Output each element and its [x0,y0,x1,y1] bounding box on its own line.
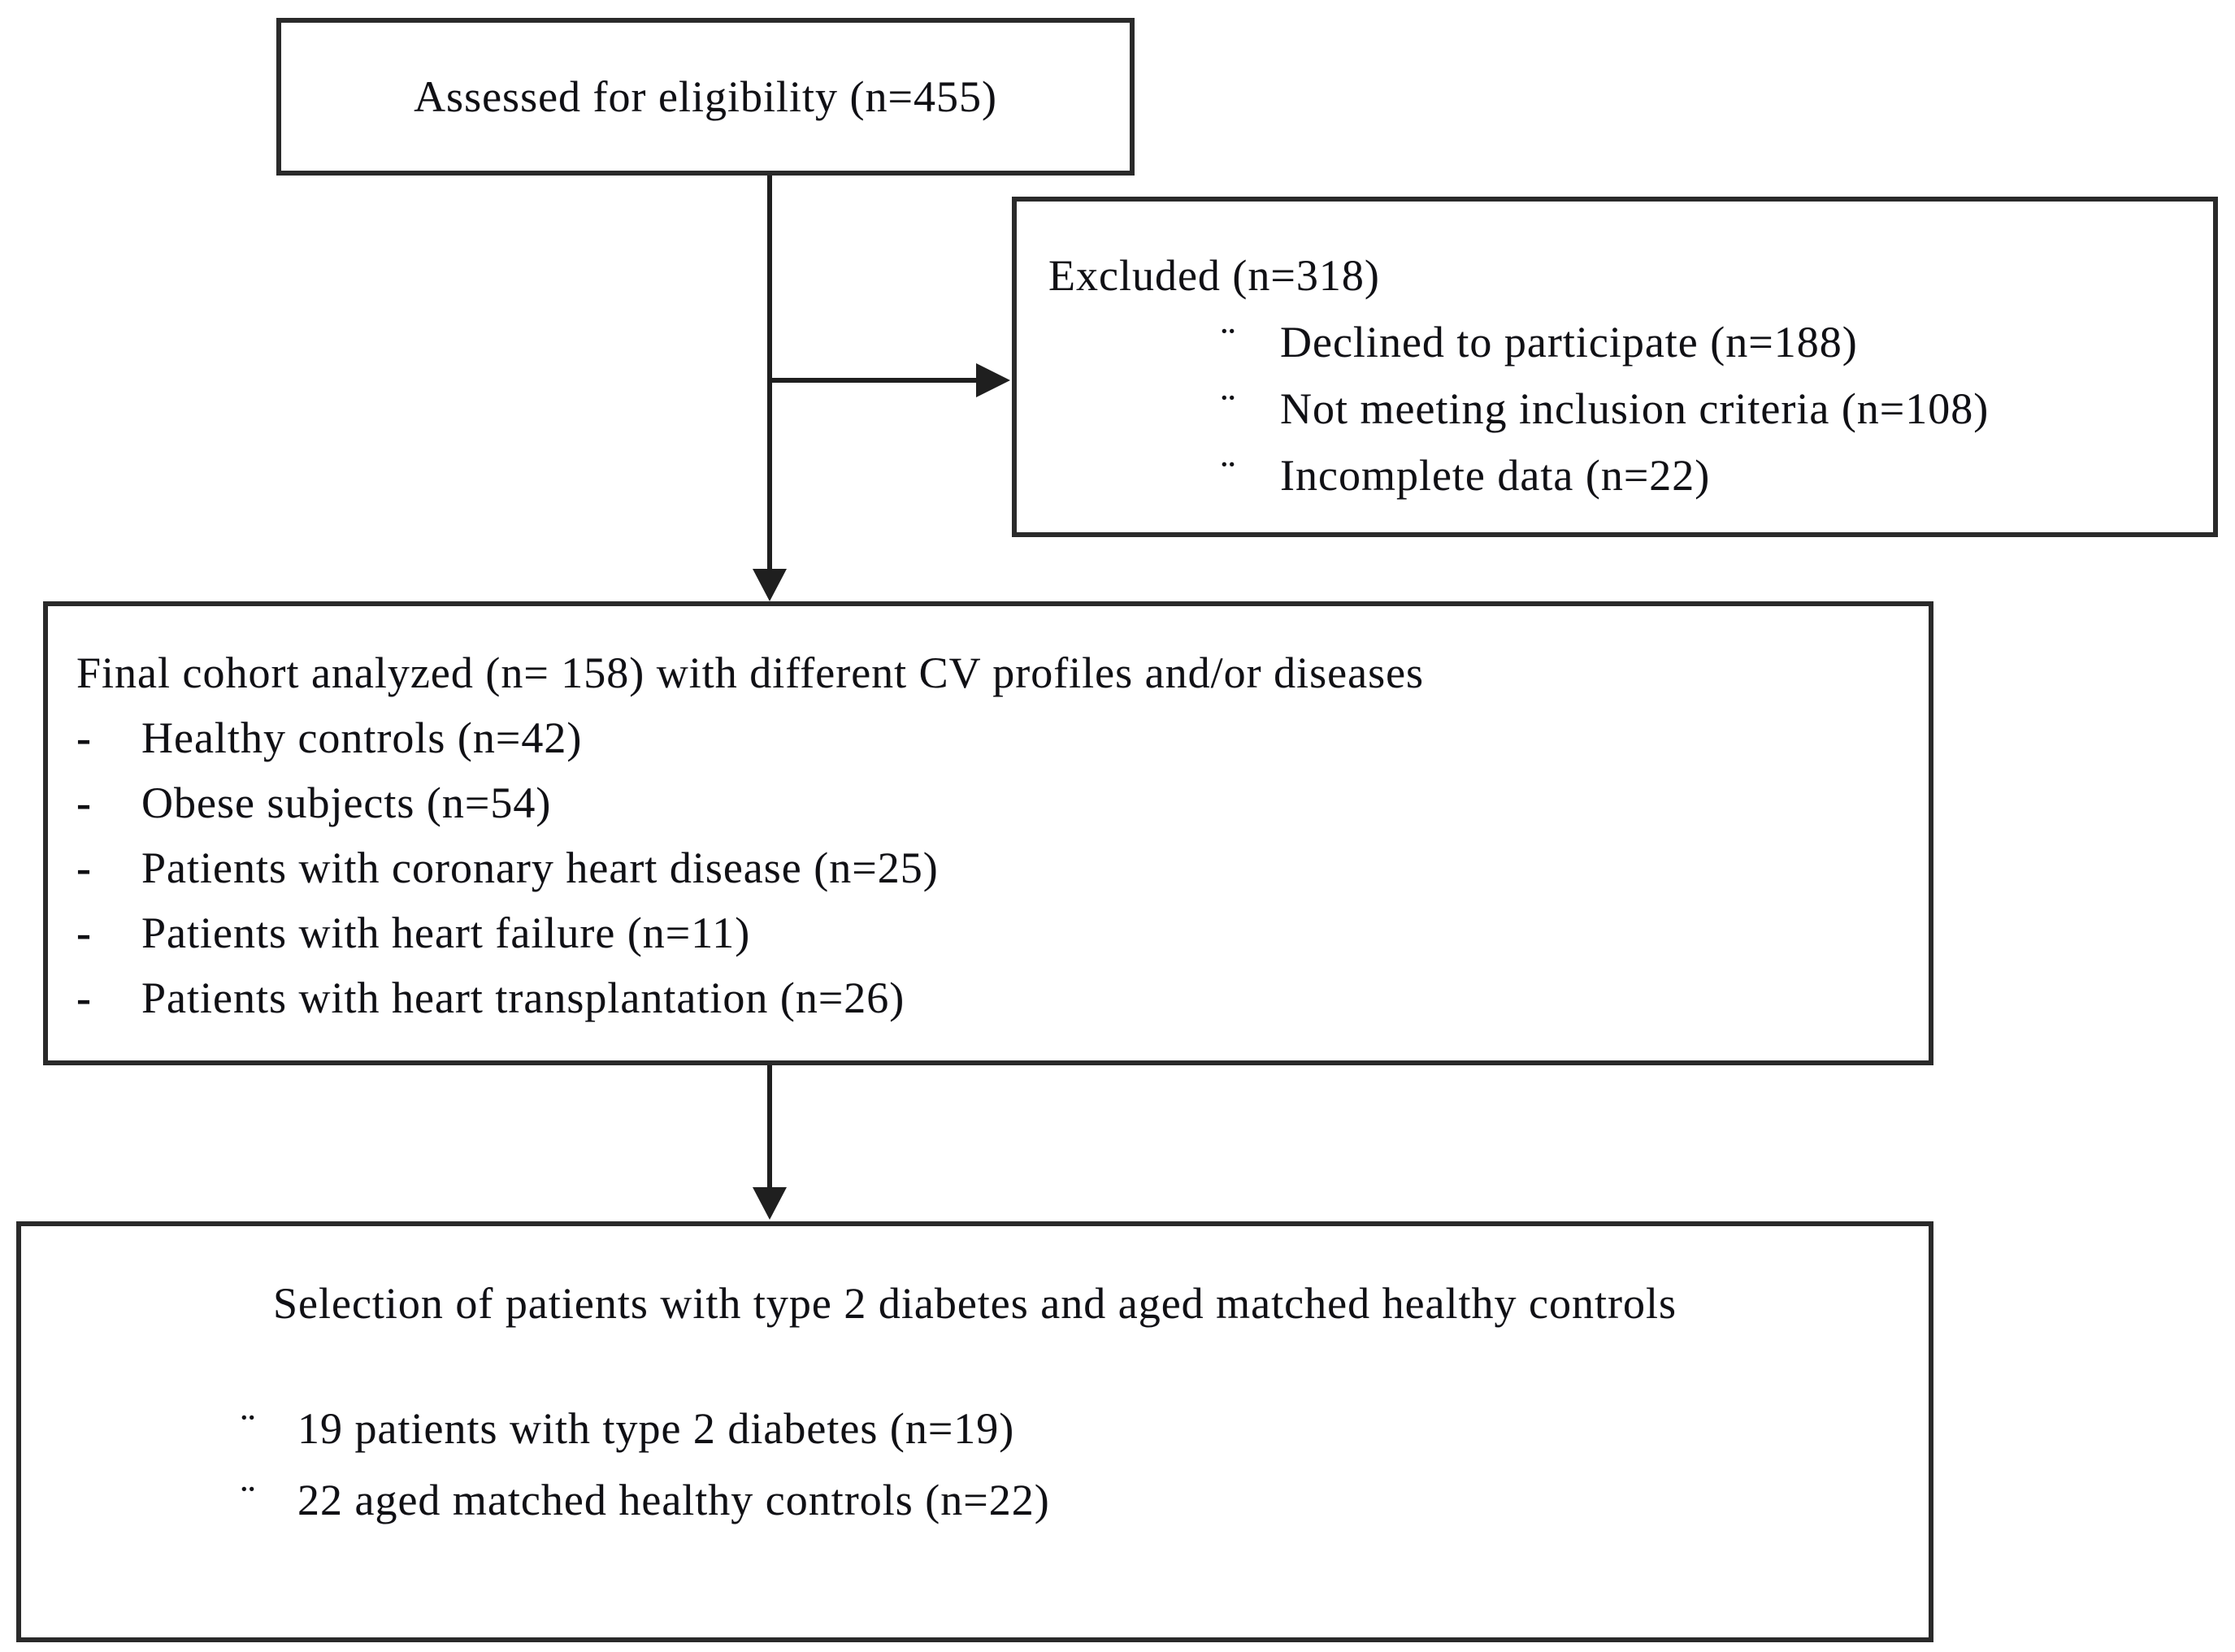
final-cohort-item-text: Healthy controls (n=42) [141,713,583,762]
excluded-item: ¨ Declined to participate (n=188) [1048,309,2197,375]
dash-bullet-icon: - [76,843,92,892]
selection-item-text: 22 aged matched healthy controls (n=22) [297,1476,1050,1524]
bullet-icon: ¨ [241,1404,256,1453]
selection-box: Selection of patients with type 2 diabet… [16,1221,1933,1642]
final-cohort-item: - Obese subjects (n=54) [76,770,1912,835]
excluded-item-text: Declined to participate (n=188) [1280,318,1858,366]
bullet-icon: ¨ [1221,451,1236,500]
dash-bullet-icon: - [76,908,92,957]
dash-bullet-icon: - [76,778,92,827]
connector-line-vertical-top [767,176,772,570]
final-cohort-item-text: Patients with heart failure (n=11) [141,908,751,957]
bullet-icon: ¨ [241,1476,256,1524]
final-cohort-item: - Patients with coronary heart disease (… [76,835,1912,900]
selection-title: Selection of patients with type 2 diabet… [272,1279,1677,1328]
dash-bullet-icon: - [76,973,92,1022]
arrowhead-down-icon [753,569,787,601]
connector-line-branch [770,378,978,383]
bullet-icon: ¨ [1221,318,1236,366]
final-cohort-item: - Patients with heart transplantation (n… [76,965,1912,1030]
final-cohort-item-text: Patients with heart transplantation (n=2… [141,973,905,1022]
arrowhead-right-icon [976,363,1010,397]
assessed-eligibility-box: Assessed for eligibility (n=455) [276,18,1135,176]
final-cohort-item: - Healthy controls (n=42) [76,705,1912,770]
spacer [37,1336,1912,1393]
excluded-box: Excluded (n=318) ¨ Declined to participa… [1012,197,2218,537]
final-cohort-box: Final cohort analyzed (n= 158) with diff… [43,601,1933,1065]
connector-line-vertical-bottom [767,1065,772,1189]
dash-bullet-icon: - [76,713,92,762]
arrowhead-down-icon [753,1187,787,1220]
selection-item: ¨ 22 aged matched healthy controls (n=22… [37,1464,1912,1536]
final-cohort-item: - Patients with heart failure (n=11) [76,900,1912,965]
selection-item-text: 19 patients with type 2 diabetes (n=19) [297,1404,1015,1453]
excluded-title: Excluded (n=318) [1048,251,1380,300]
assessed-eligibility-text: Assessed for eligibility (n=455) [414,72,997,121]
excluded-item-text: Incomplete data (n=22) [1280,451,1711,500]
final-cohort-item-text: Patients with coronary heart disease (n=… [141,843,939,892]
selection-item: ¨ 19 patients with type 2 diabetes (n=19… [37,1393,1912,1464]
final-cohort-title: Final cohort analyzed (n= 158) with diff… [76,648,1425,697]
bullet-icon: ¨ [1221,384,1236,433]
excluded-item: ¨ Incomplete data (n=22) [1048,442,2197,509]
excluded-item: ¨ Not meeting inclusion criteria (n=108) [1048,375,2197,442]
final-cohort-item-text: Obese subjects (n=54) [141,778,552,827]
excluded-item-text: Not meeting inclusion criteria (n=108) [1280,384,1990,433]
